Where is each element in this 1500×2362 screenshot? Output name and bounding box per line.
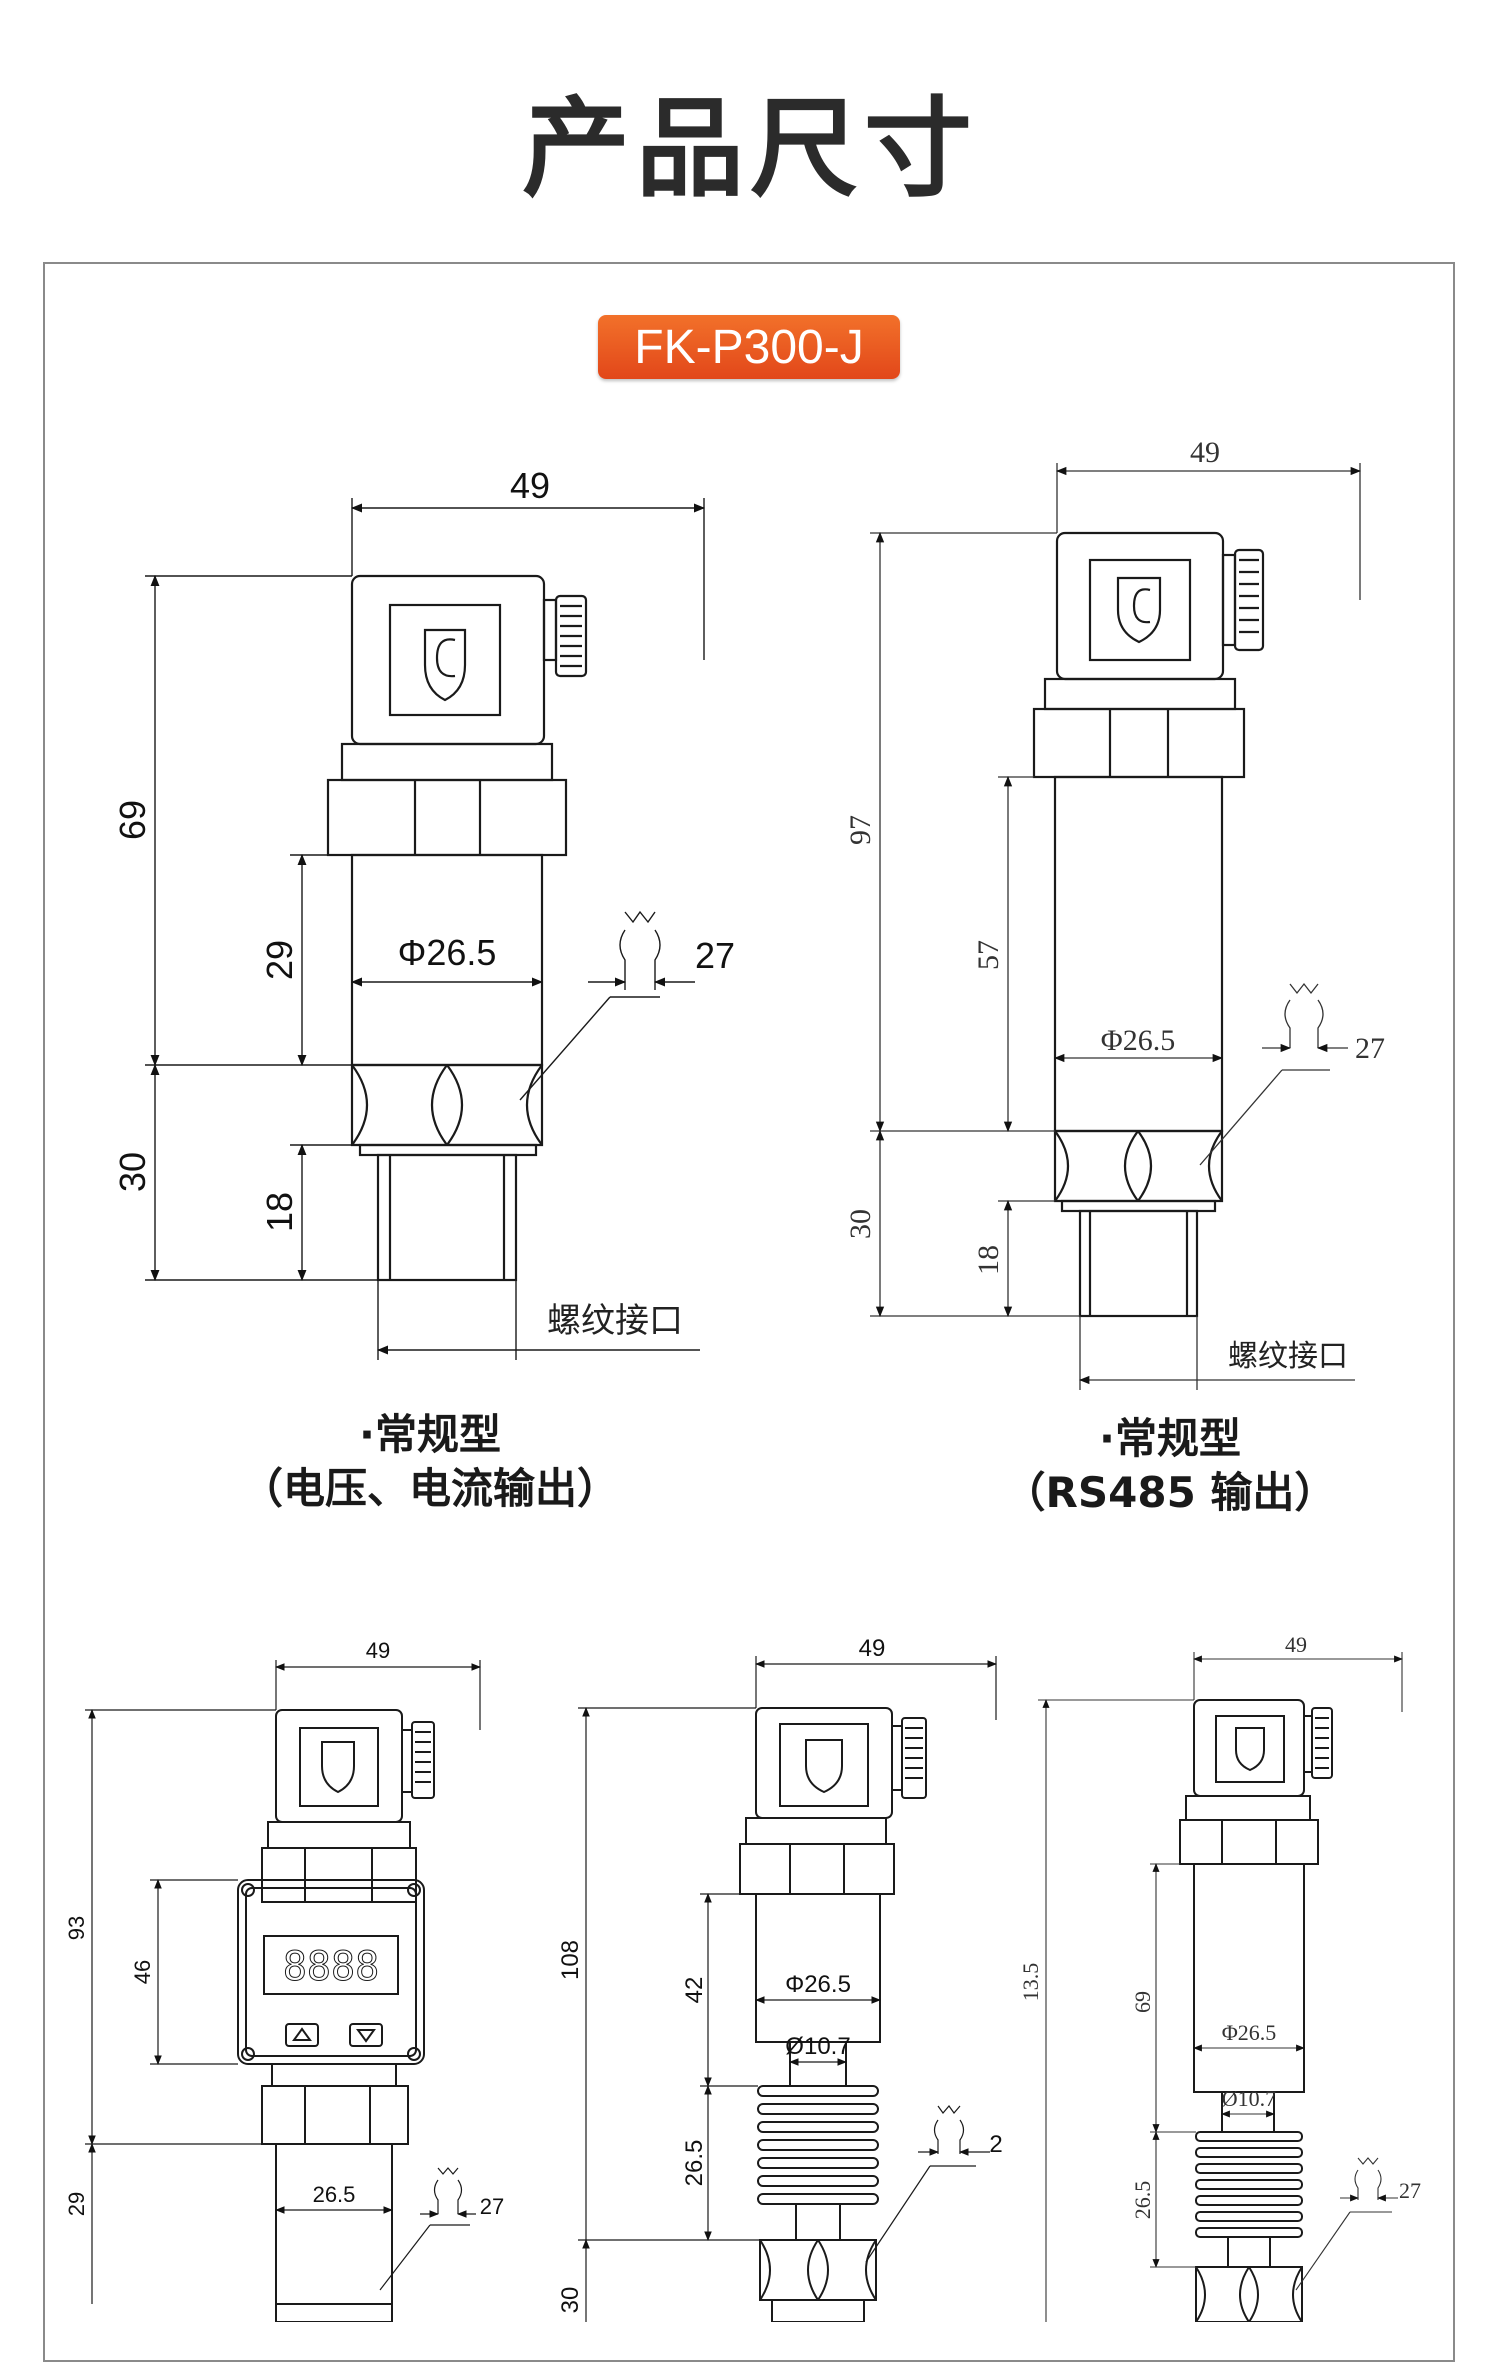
d1-height-label: 69 [112, 800, 153, 840]
connector-head [1055, 531, 1225, 681]
hex-nut [1195, 2266, 1303, 2322]
down-button [349, 2023, 383, 2047]
d2-diameter-label: Φ26.5 [1101, 1024, 1175, 1057]
d5-fins-label: 26.5 [1130, 2181, 1155, 2220]
d1-body-label: 29 [259, 940, 300, 980]
d4-diameter-label: Φ26.5 [785, 1971, 851, 1998]
collar-hex [739, 1843, 895, 1895]
logo-c-icon [435, 638, 456, 678]
cable-gland [554, 594, 588, 678]
wrench-icon [933, 2105, 965, 2154]
caption-standard-rs485: ·常规型 （RS485 输出） [910, 1412, 1430, 1520]
cable-gland [901, 1717, 927, 1799]
caption-2-line2: （RS485 输出） [1003, 1468, 1337, 1517]
d1-wrench-label: 27 [695, 935, 735, 976]
wrench-icon [619, 910, 661, 990]
body-cylinder [1193, 1863, 1305, 2093]
drawing-5 [1179, 1699, 1333, 2322]
led-screen [263, 1935, 399, 1995]
collar-hex [1032, 707, 1246, 779]
drawing-3-dims [85, 1660, 481, 2304]
d2-thread-label: 18 [972, 1245, 1005, 1275]
connector-head [350, 574, 546, 746]
page-title: 产品尺寸 [521, 87, 978, 212]
drawing-1-dims [145, 498, 706, 1360]
d5-wrench-label: 27 [1399, 2178, 1421, 2203]
drawing-2 [1032, 531, 1265, 1318]
led-digits: 8888 [283, 1944, 379, 1990]
caption-standard-analog: ·常规型 （电压、电流输出） [170, 1408, 690, 1516]
d4-width-label: 49 [859, 1635, 886, 1662]
cooling-fins [1195, 2131, 1303, 2238]
d5-body-label: 69 [1130, 1991, 1155, 2013]
d2-thread-interface-label: 螺纹接口 [1228, 1339, 1348, 1374]
caption-1-line2: （电压、电流输出） [240, 1464, 619, 1513]
d4-body-label: 42 [681, 1977, 708, 2004]
logo-icon [423, 628, 467, 702]
logo-icon [1235, 1727, 1265, 1772]
hex-nut [350, 1063, 544, 1147]
d5-width-label: 49 [1285, 1632, 1307, 1657]
drawing-5-dims [1038, 1652, 1403, 2322]
d3-diameter-label: 26.5 [313, 2182, 356, 2207]
d4-height-label: 108 [557, 1940, 584, 1980]
wrench-icon [1354, 2157, 1382, 2200]
cable-gland [411, 1721, 435, 1799]
d5-height-label: 13.5 [1018, 1963, 1043, 2002]
d3-display-label: 46 [130, 1960, 155, 1984]
d1-width-label: 49 [510, 465, 550, 506]
d3-height-label: 93 [64, 1916, 89, 1940]
collar-hex [326, 778, 568, 857]
wrench-icon [1284, 982, 1324, 1048]
thread-stem [376, 1153, 518, 1282]
drawing-4 [739, 1707, 927, 2322]
d4-neck-label: Ø10.7 [785, 2033, 850, 2060]
drawing-2-dims [870, 463, 1362, 1390]
d2-height-label: 97 [844, 815, 877, 845]
d5-neck-label: Ø10.7 [1222, 2086, 1276, 2111]
d4-bottom-label: 30 [557, 2287, 584, 2314]
caption-2-line1: ·常规型 [1099, 1414, 1241, 1463]
d1-thread-interface-label: 螺纹接口 [547, 1301, 683, 1341]
caption-1-line1: ·常规型 [359, 1410, 501, 1459]
thread-stem [1078, 1209, 1199, 1318]
up-button [285, 2023, 319, 2047]
wrench-icon [433, 2167, 463, 2214]
body-cylinder [755, 1893, 881, 2043]
d2-body-label: 57 [972, 940, 1005, 970]
hex-nut [759, 2239, 877, 2301]
drawing-1 [326, 574, 588, 1282]
logo-icon [805, 1739, 843, 1794]
hex-nut [275, 2303, 393, 2322]
d1-bottom-label: 30 [112, 1152, 153, 1192]
d1-diameter-label: Φ26.5 [398, 932, 497, 973]
drawing-3: 8888 [237, 1709, 435, 2322]
cable-gland [1233, 548, 1265, 652]
d4-wrench-label: 2 [989, 2131, 1002, 2158]
model-badge: FK-P300-J [598, 315, 900, 379]
drawing-4-dims [578, 1656, 997, 2322]
d4-fins-label: 26.5 [681, 2140, 708, 2187]
d2-wrench-label: 27 [1355, 1032, 1385, 1065]
logo-icon [1116, 576, 1162, 644]
d3-width-label: 49 [366, 1638, 390, 1663]
d2-width-label: 49 [1190, 436, 1220, 469]
hex-nut [1053, 1129, 1224, 1203]
d3-bottom-label: 29 [64, 2192, 89, 2216]
body-cylinder [1053, 775, 1224, 1133]
d5-diameter-label: Φ26.5 [1222, 2020, 1277, 2045]
collar-hex [1179, 1819, 1319, 1865]
logo-frame [388, 603, 502, 717]
logo-icon [321, 1741, 355, 1794]
cooling-fins [757, 2085, 879, 2205]
body-cylinder [275, 2143, 393, 2305]
cable-gland [1311, 1707, 1333, 1779]
d2-bottom-label: 30 [844, 1209, 877, 1239]
d1-thread-label: 18 [259, 1192, 300, 1232]
d3-wrench-label: 27 [480, 2194, 504, 2219]
